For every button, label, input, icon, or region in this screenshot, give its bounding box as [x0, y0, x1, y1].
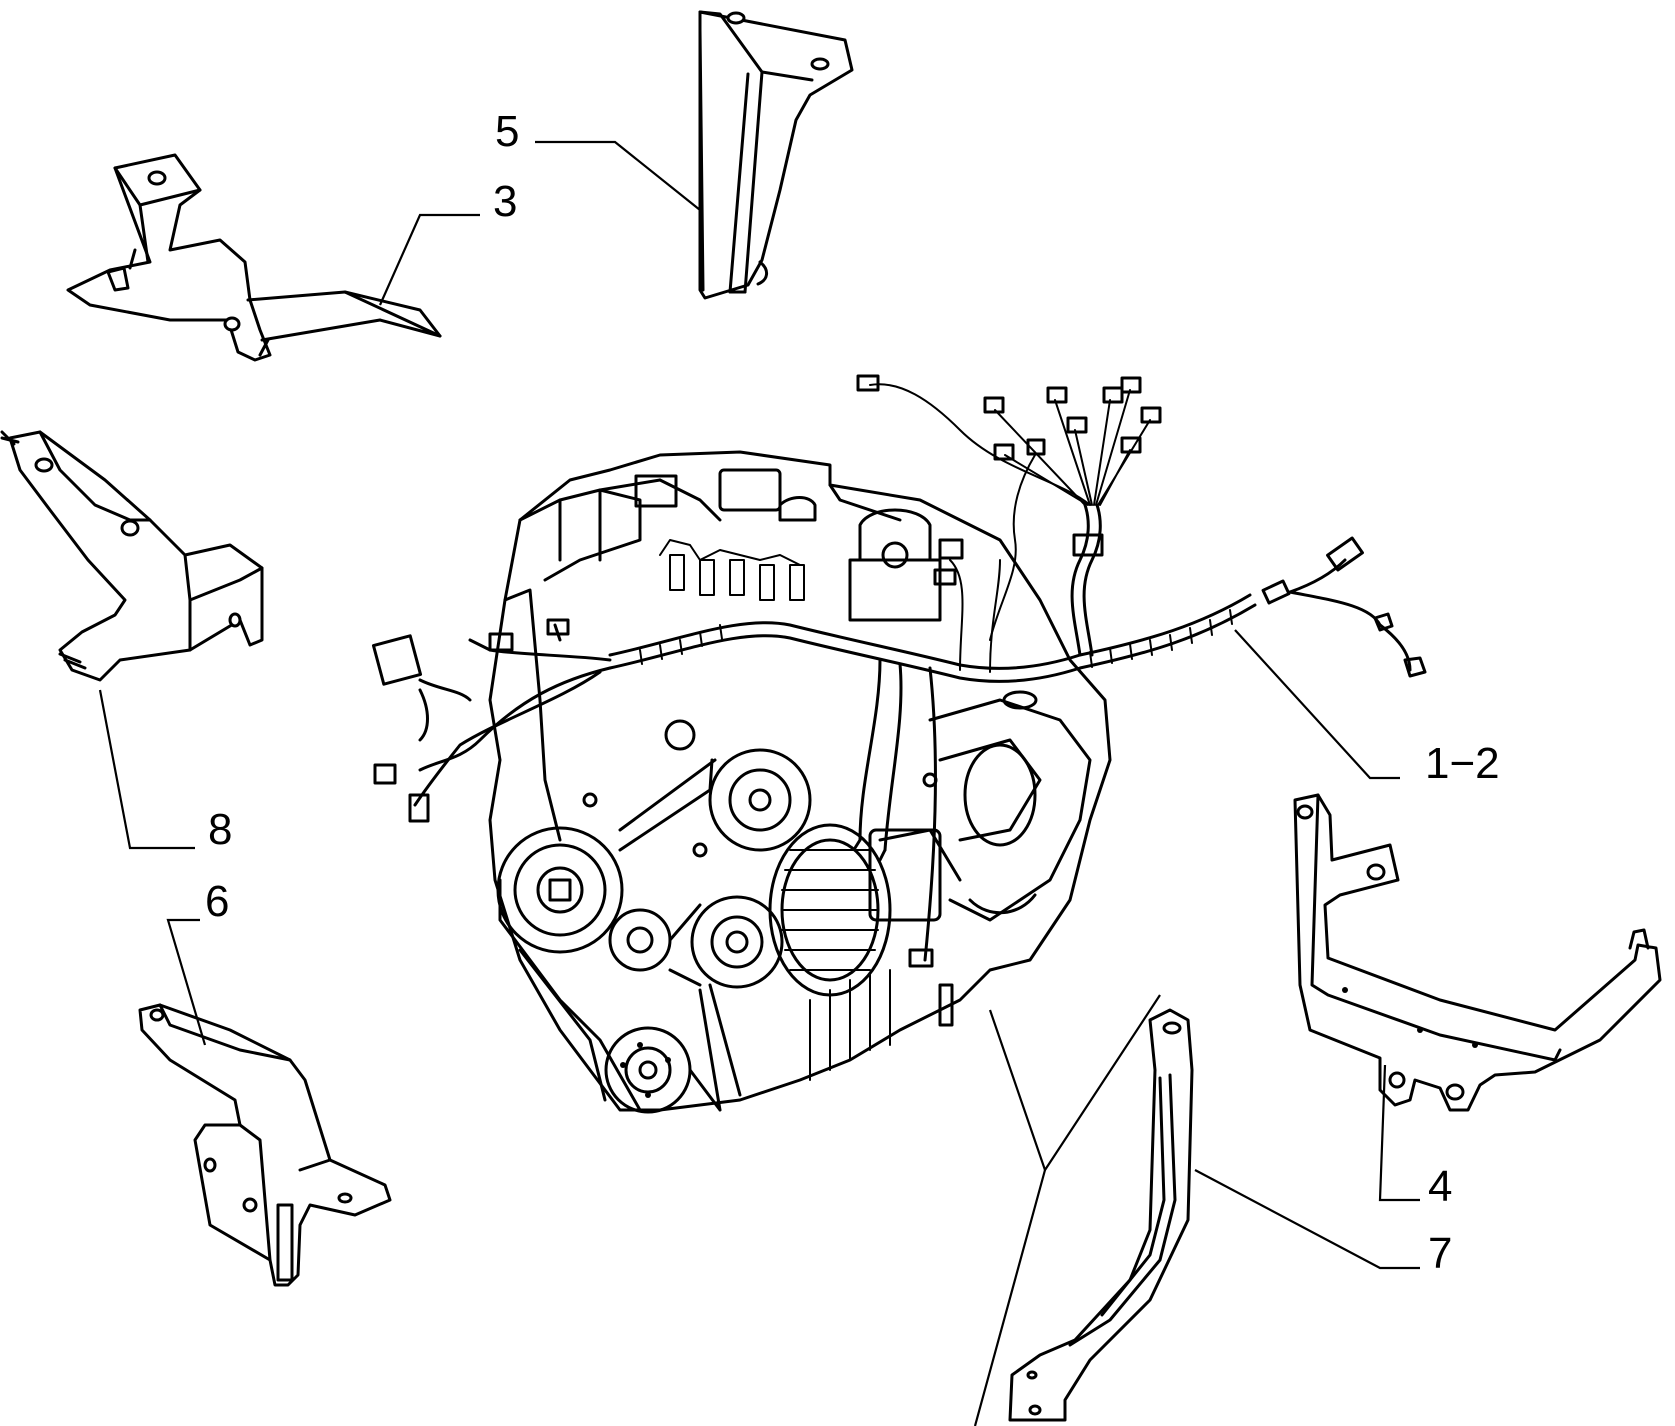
bracket-part-5 — [698, 10, 854, 300]
callout-8: 8 — [208, 805, 233, 854]
bracket-part-6 — [138, 1003, 392, 1287]
leader-8 — [98, 689, 195, 850]
wiring-harness — [371, 374, 1427, 968]
callout-4: 4 — [1428, 1162, 1453, 1211]
leader-7-v — [988, 994, 1161, 1173]
leader-4 — [1378, 1064, 1420, 1202]
leader-7-tail — [973, 1169, 1047, 1426]
bracket-part-8 — [0, 430, 264, 682]
bracket-part-7 — [1008, 1008, 1194, 1422]
callout-5: 5 — [495, 107, 520, 156]
leader-1-2 — [1234, 629, 1400, 780]
leader-7 — [1194, 1169, 1420, 1270]
engine-assembly — [488, 450, 1112, 1114]
leader-5 — [535, 140, 701, 211]
callout-7: 7 — [1428, 1229, 1453, 1278]
callout-1-2: 1−2 — [1425, 739, 1500, 788]
callout-3: 3 — [493, 177, 518, 226]
leader-lines — [98, 140, 1420, 1426]
leader-3 — [378, 213, 480, 306]
bracket-part-3 — [66, 153, 442, 362]
leader-6 — [166, 918, 207, 1046]
callout-6: 6 — [205, 877, 230, 926]
bracket-part-4 — [1293, 793, 1662, 1112]
